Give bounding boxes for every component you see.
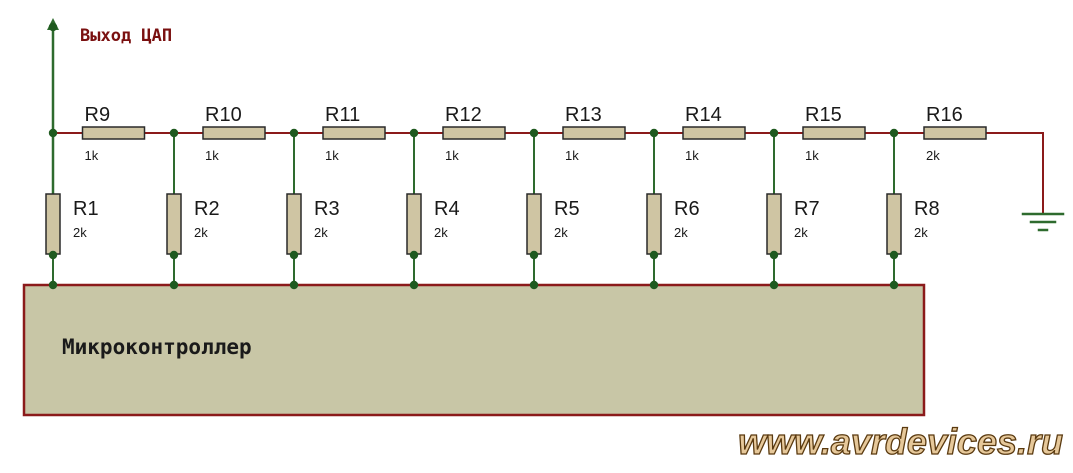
lower-node-4 xyxy=(409,250,419,260)
series-resistor-value-r13: 1k xyxy=(565,148,579,163)
series-resistor-value-r12: 1k xyxy=(445,148,459,163)
shunt-resistor-name-r4: R4 xyxy=(434,198,460,220)
mcu-pin-node-8 xyxy=(889,280,899,290)
shunt-resistor-name-r7: R7 xyxy=(794,198,820,220)
series-resistor-value-r10: 1k xyxy=(205,148,219,163)
shunt-resistor-value-r6: 2k xyxy=(674,225,688,240)
series-resistor-name-r15: R15 xyxy=(805,104,842,126)
shunt-resistor-r4 xyxy=(406,193,422,255)
wires-layer xyxy=(47,18,1065,286)
bus-node-1 xyxy=(48,128,58,138)
mcu-pin-node-1 xyxy=(48,280,58,290)
shunt-resistor-value-r1: 2k xyxy=(73,225,87,240)
shunt-resistor-r8 xyxy=(886,193,902,255)
series-resistor-r16 xyxy=(923,126,987,140)
series-resistor-name-r10: R10 xyxy=(205,104,242,126)
mcu-pin-node-6 xyxy=(649,280,659,290)
series-resistor-value-r16: 2k xyxy=(926,148,940,163)
bus-node-4 xyxy=(409,128,419,138)
lower-node-1 xyxy=(48,250,58,260)
mcu-pin-node-4 xyxy=(409,280,419,290)
mcu-pin-node-2 xyxy=(169,280,179,290)
bus-node-8 xyxy=(889,128,899,138)
shunt-resistor-r5 xyxy=(526,193,542,255)
shunt-resistor-name-r2: R2 xyxy=(194,198,220,220)
mcu-label: Микроконтроллер xyxy=(62,335,252,359)
shunt-resistor-value-r4: 2k xyxy=(434,225,448,240)
shunt-resistor-r2 xyxy=(166,193,182,255)
shunt-resistor-r7 xyxy=(766,193,782,255)
lower-node-6 xyxy=(649,250,659,260)
series-resistor-name-r14: R14 xyxy=(685,104,722,126)
series-resistor-value-r15: 1k xyxy=(805,148,819,163)
lower-node-8 xyxy=(889,250,899,260)
lower-node-7 xyxy=(769,250,779,260)
microcontroller-block xyxy=(22,283,926,417)
components-layer xyxy=(22,126,987,417)
bus-node-2 xyxy=(169,128,179,138)
series-resistor-value-r14: 1k xyxy=(685,148,699,163)
series-resistor-value-r9: 1k xyxy=(85,148,99,163)
series-resistor-r12 xyxy=(442,126,506,140)
shunt-resistor-name-r5: R5 xyxy=(554,198,580,220)
shunt-resistor-name-r6: R6 xyxy=(674,198,700,220)
series-resistor-name-r16: R16 xyxy=(926,104,963,126)
series-resistor-r10 xyxy=(202,126,266,140)
mcu-pin-node-7 xyxy=(769,280,779,290)
series-resistor-r15 xyxy=(802,126,866,140)
series-resistor-name-r12: R12 xyxy=(445,104,482,126)
series-resistor-value-r11: 1k xyxy=(325,148,339,163)
shunt-resistor-value-r5: 2k xyxy=(554,225,568,240)
series-resistor-r11 xyxy=(322,126,386,140)
bus-node-7 xyxy=(769,128,779,138)
shunt-resistor-name-r8: R8 xyxy=(914,198,940,220)
bus-node-5 xyxy=(529,128,539,138)
shunt-resistor-name-r3: R3 xyxy=(314,198,340,220)
shunt-resistor-r3 xyxy=(286,193,302,255)
shunt-resistor-r1 xyxy=(45,193,61,255)
lower-node-5 xyxy=(529,250,539,260)
watermark-text: www.avrdevices.ru xyxy=(738,421,1063,462)
output-label: Выход ЦАП xyxy=(80,26,172,46)
junction-nodes-layer xyxy=(48,22,899,290)
lower-node-2 xyxy=(169,250,179,260)
labels-layer: Выход ЦАП Микроконтроллер www.avrdevices… xyxy=(62,26,1064,463)
shunt-resistor-r6 xyxy=(646,193,662,255)
output-node xyxy=(48,22,58,32)
series-resistor-name-r9: R9 xyxy=(85,104,111,126)
series-resistor-r9 xyxy=(81,126,146,140)
series-resistor-r13 xyxy=(562,126,626,140)
shunt-resistor-value-r3: 2k xyxy=(314,225,328,240)
mcu-pin-node-5 xyxy=(529,280,539,290)
series-resistor-r14 xyxy=(682,126,746,140)
shunt-resistor-name-r1: R1 xyxy=(73,198,99,220)
mcu-pin-node-3 xyxy=(289,280,299,290)
series-resistor-name-r13: R13 xyxy=(565,104,602,126)
lower-node-3 xyxy=(289,250,299,260)
shunt-resistor-value-r7: 2k xyxy=(794,225,808,240)
bus-node-3 xyxy=(289,128,299,138)
shunt-resistor-value-r2: 2k xyxy=(194,225,208,240)
bus-node-6 xyxy=(649,128,659,138)
shunt-resistor-value-r8: 2k xyxy=(914,225,928,240)
series-resistor-name-r11: R11 xyxy=(325,104,360,126)
